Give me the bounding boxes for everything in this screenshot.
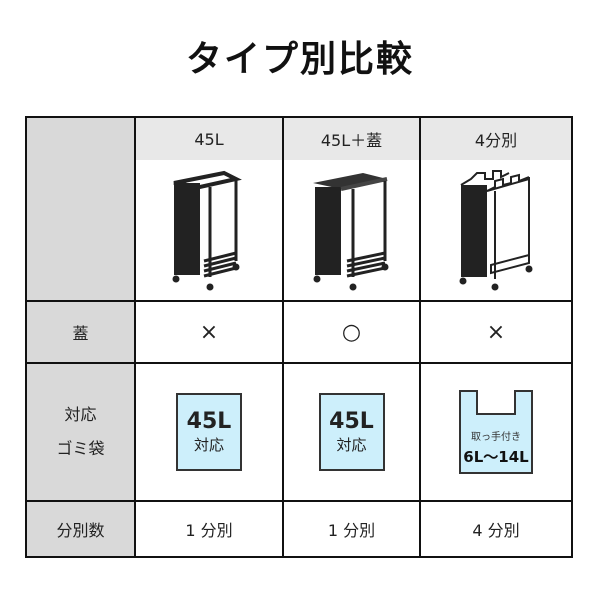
column-45l-lid: 45L＋蓋 xyxy=(284,118,421,300)
row-label-divisions: 分別数 xyxy=(27,502,136,556)
divisions-value-45l: 1 分別 xyxy=(136,502,284,556)
garbage-bag-row: 対応 ゴミ袋 45L 対応 45L 対応 取っ手付き 6L〜14L xyxy=(27,364,571,502)
bag-size: 45L xyxy=(186,409,232,434)
row-label-line2: ゴミ袋 xyxy=(56,439,105,458)
row-label-line1: 対応 xyxy=(64,405,97,424)
divisions-value-45l-lid: 1 分別 xyxy=(284,502,421,556)
rack-4-compartment-image xyxy=(421,160,571,300)
lid-value-45l-lid: ○ xyxy=(284,302,421,362)
bag-note: 取っ手付き xyxy=(471,432,521,443)
bag-value-45l-lid: 45L 対応 xyxy=(284,364,421,500)
rack-45l-image xyxy=(136,160,282,300)
lid-row: 蓋 × ○ × xyxy=(27,302,571,364)
column-header: 45L xyxy=(136,118,282,160)
corner-cell xyxy=(27,118,136,300)
column-4-compartment: 4分別 xyxy=(421,118,571,300)
bag-icon: 45L 対応 xyxy=(318,393,385,471)
column-45l: 45L xyxy=(136,118,284,300)
bag-note: 対応 xyxy=(193,436,224,454)
page-title: タイプ別比較 xyxy=(185,39,414,80)
row-label-lid: 蓋 xyxy=(27,302,136,362)
bag-note: 対応 xyxy=(336,436,367,454)
lid-value-4-compartment: × xyxy=(486,319,506,345)
bag-value-4-compartment: 取っ手付き 6L〜14L xyxy=(421,364,571,500)
column-header: 4分別 xyxy=(421,118,571,160)
comparison-table: 45L 45L＋蓋 xyxy=(25,116,573,558)
bag-icon: 45L 対応 xyxy=(176,393,242,471)
column-header: 45L＋蓋 xyxy=(284,118,419,160)
row-label-garbage-bag: 対応 ゴミ袋 xyxy=(27,364,136,500)
lid-value-45l: × xyxy=(136,302,284,362)
handle-bag-icon: 取っ手付き 6L〜14L xyxy=(459,390,533,474)
bag-value-45l: 45L 対応 xyxy=(136,364,284,500)
bag-size: 6L〜14L xyxy=(463,448,529,466)
header-row: 45L 45L＋蓋 xyxy=(27,118,571,302)
divisions-row: 分別数 1 分別 1 分別 4 分別 xyxy=(27,502,571,556)
bag-size: 45L xyxy=(329,409,374,434)
divisions-value-4-compartment: 4 分別 xyxy=(472,521,520,540)
rack-45l-lid-image xyxy=(284,160,419,300)
